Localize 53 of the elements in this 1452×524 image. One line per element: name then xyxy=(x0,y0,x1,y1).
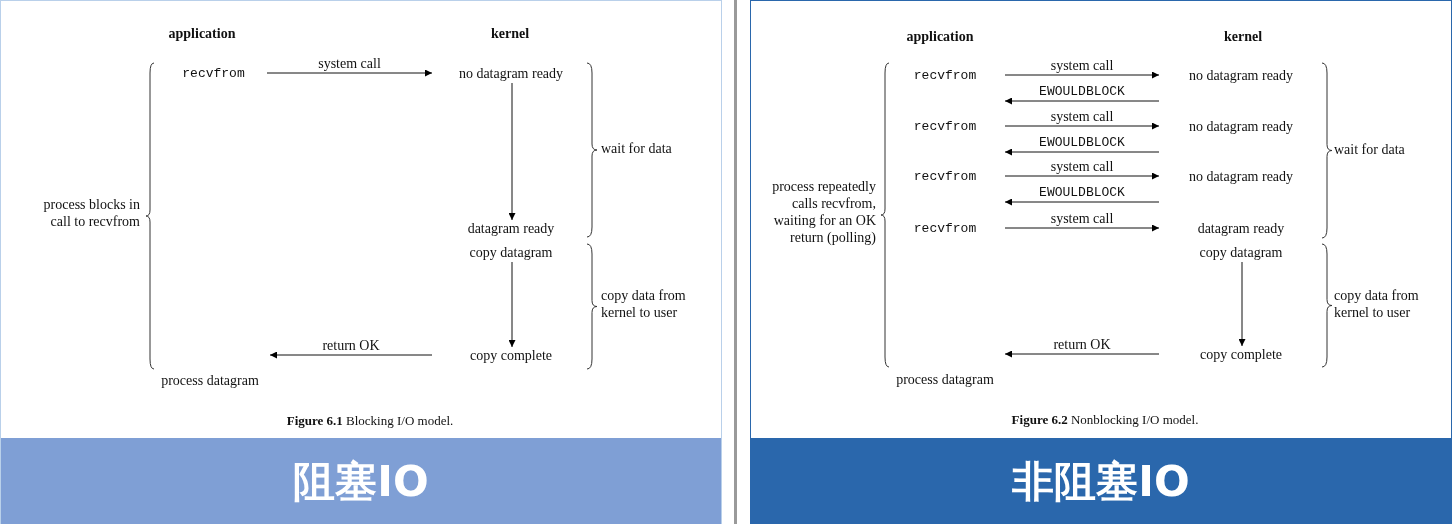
arrow xyxy=(1004,71,1160,79)
step-text: no datagram ready xyxy=(1158,117,1324,135)
annotation: copy data from kernel to user xyxy=(1334,287,1420,321)
step-text: recvfrom xyxy=(886,117,1004,135)
edge-label: system call xyxy=(316,57,383,71)
column-heading: kernel xyxy=(489,25,531,42)
step-text: copy complete xyxy=(431,346,591,364)
edge-label: system call xyxy=(1048,59,1116,73)
edge-label: system call xyxy=(1048,160,1116,174)
annotation: wait for data xyxy=(601,140,673,157)
step-text: recvfrom xyxy=(161,64,266,82)
step-text: recvfrom xyxy=(886,219,1004,237)
step-text: copy datagram xyxy=(431,243,591,261)
edge-label: return OK xyxy=(1051,338,1113,352)
step-text: no datagram ready xyxy=(1158,167,1324,185)
arrow xyxy=(508,261,516,348)
column-heading: application xyxy=(167,25,237,42)
annotation: process blocks in call to recvfrom xyxy=(42,196,140,230)
arrow xyxy=(1004,172,1160,180)
banner-title: 阻塞IO xyxy=(1,438,721,524)
step-text: recvfrom xyxy=(886,66,1004,84)
banner-title: 非阻塞IO xyxy=(751,438,1451,524)
step-text: datagram ready xyxy=(431,219,591,237)
column-heading: kernel xyxy=(1222,28,1264,45)
arrow xyxy=(1004,198,1160,206)
column-heading: application xyxy=(905,28,975,45)
arrow xyxy=(269,351,433,359)
step-text: recvfrom xyxy=(886,167,1004,185)
figure-panel xyxy=(750,0,1452,524)
annotation: copy data from kernel to user xyxy=(601,287,687,321)
step-text: datagram ready xyxy=(1158,219,1324,237)
step-text: no datagram ready xyxy=(431,64,591,82)
figure-caption: Figure 6.2 Nonblocking I/O model. xyxy=(1010,411,1200,428)
annotation: wait for data xyxy=(1334,141,1406,158)
step-text: process datagram xyxy=(886,345,1004,401)
edge-label: system call xyxy=(1048,212,1116,226)
step-text: process datagram xyxy=(151,346,269,402)
figure-panel xyxy=(0,0,722,524)
arrow xyxy=(508,82,516,221)
edge-label: return OK xyxy=(320,339,382,353)
arrow xyxy=(1004,97,1160,105)
step-text: copy datagram xyxy=(1158,243,1324,261)
arrow xyxy=(1238,261,1246,347)
edge-label: system call xyxy=(1048,110,1116,124)
arrow xyxy=(1004,148,1160,156)
figure-caption: Figure 6.1 Blocking I/O model. xyxy=(285,412,455,429)
arrow xyxy=(1004,122,1160,130)
arrow xyxy=(1004,350,1160,358)
arrow xyxy=(1004,224,1160,232)
step-text: no datagram ready xyxy=(1158,66,1324,84)
step-text: copy complete xyxy=(1158,345,1324,363)
annotation: process repeatedly calls recvfrom, waiting for an OK return (polling) xyxy=(771,178,876,246)
arrow xyxy=(266,69,433,77)
